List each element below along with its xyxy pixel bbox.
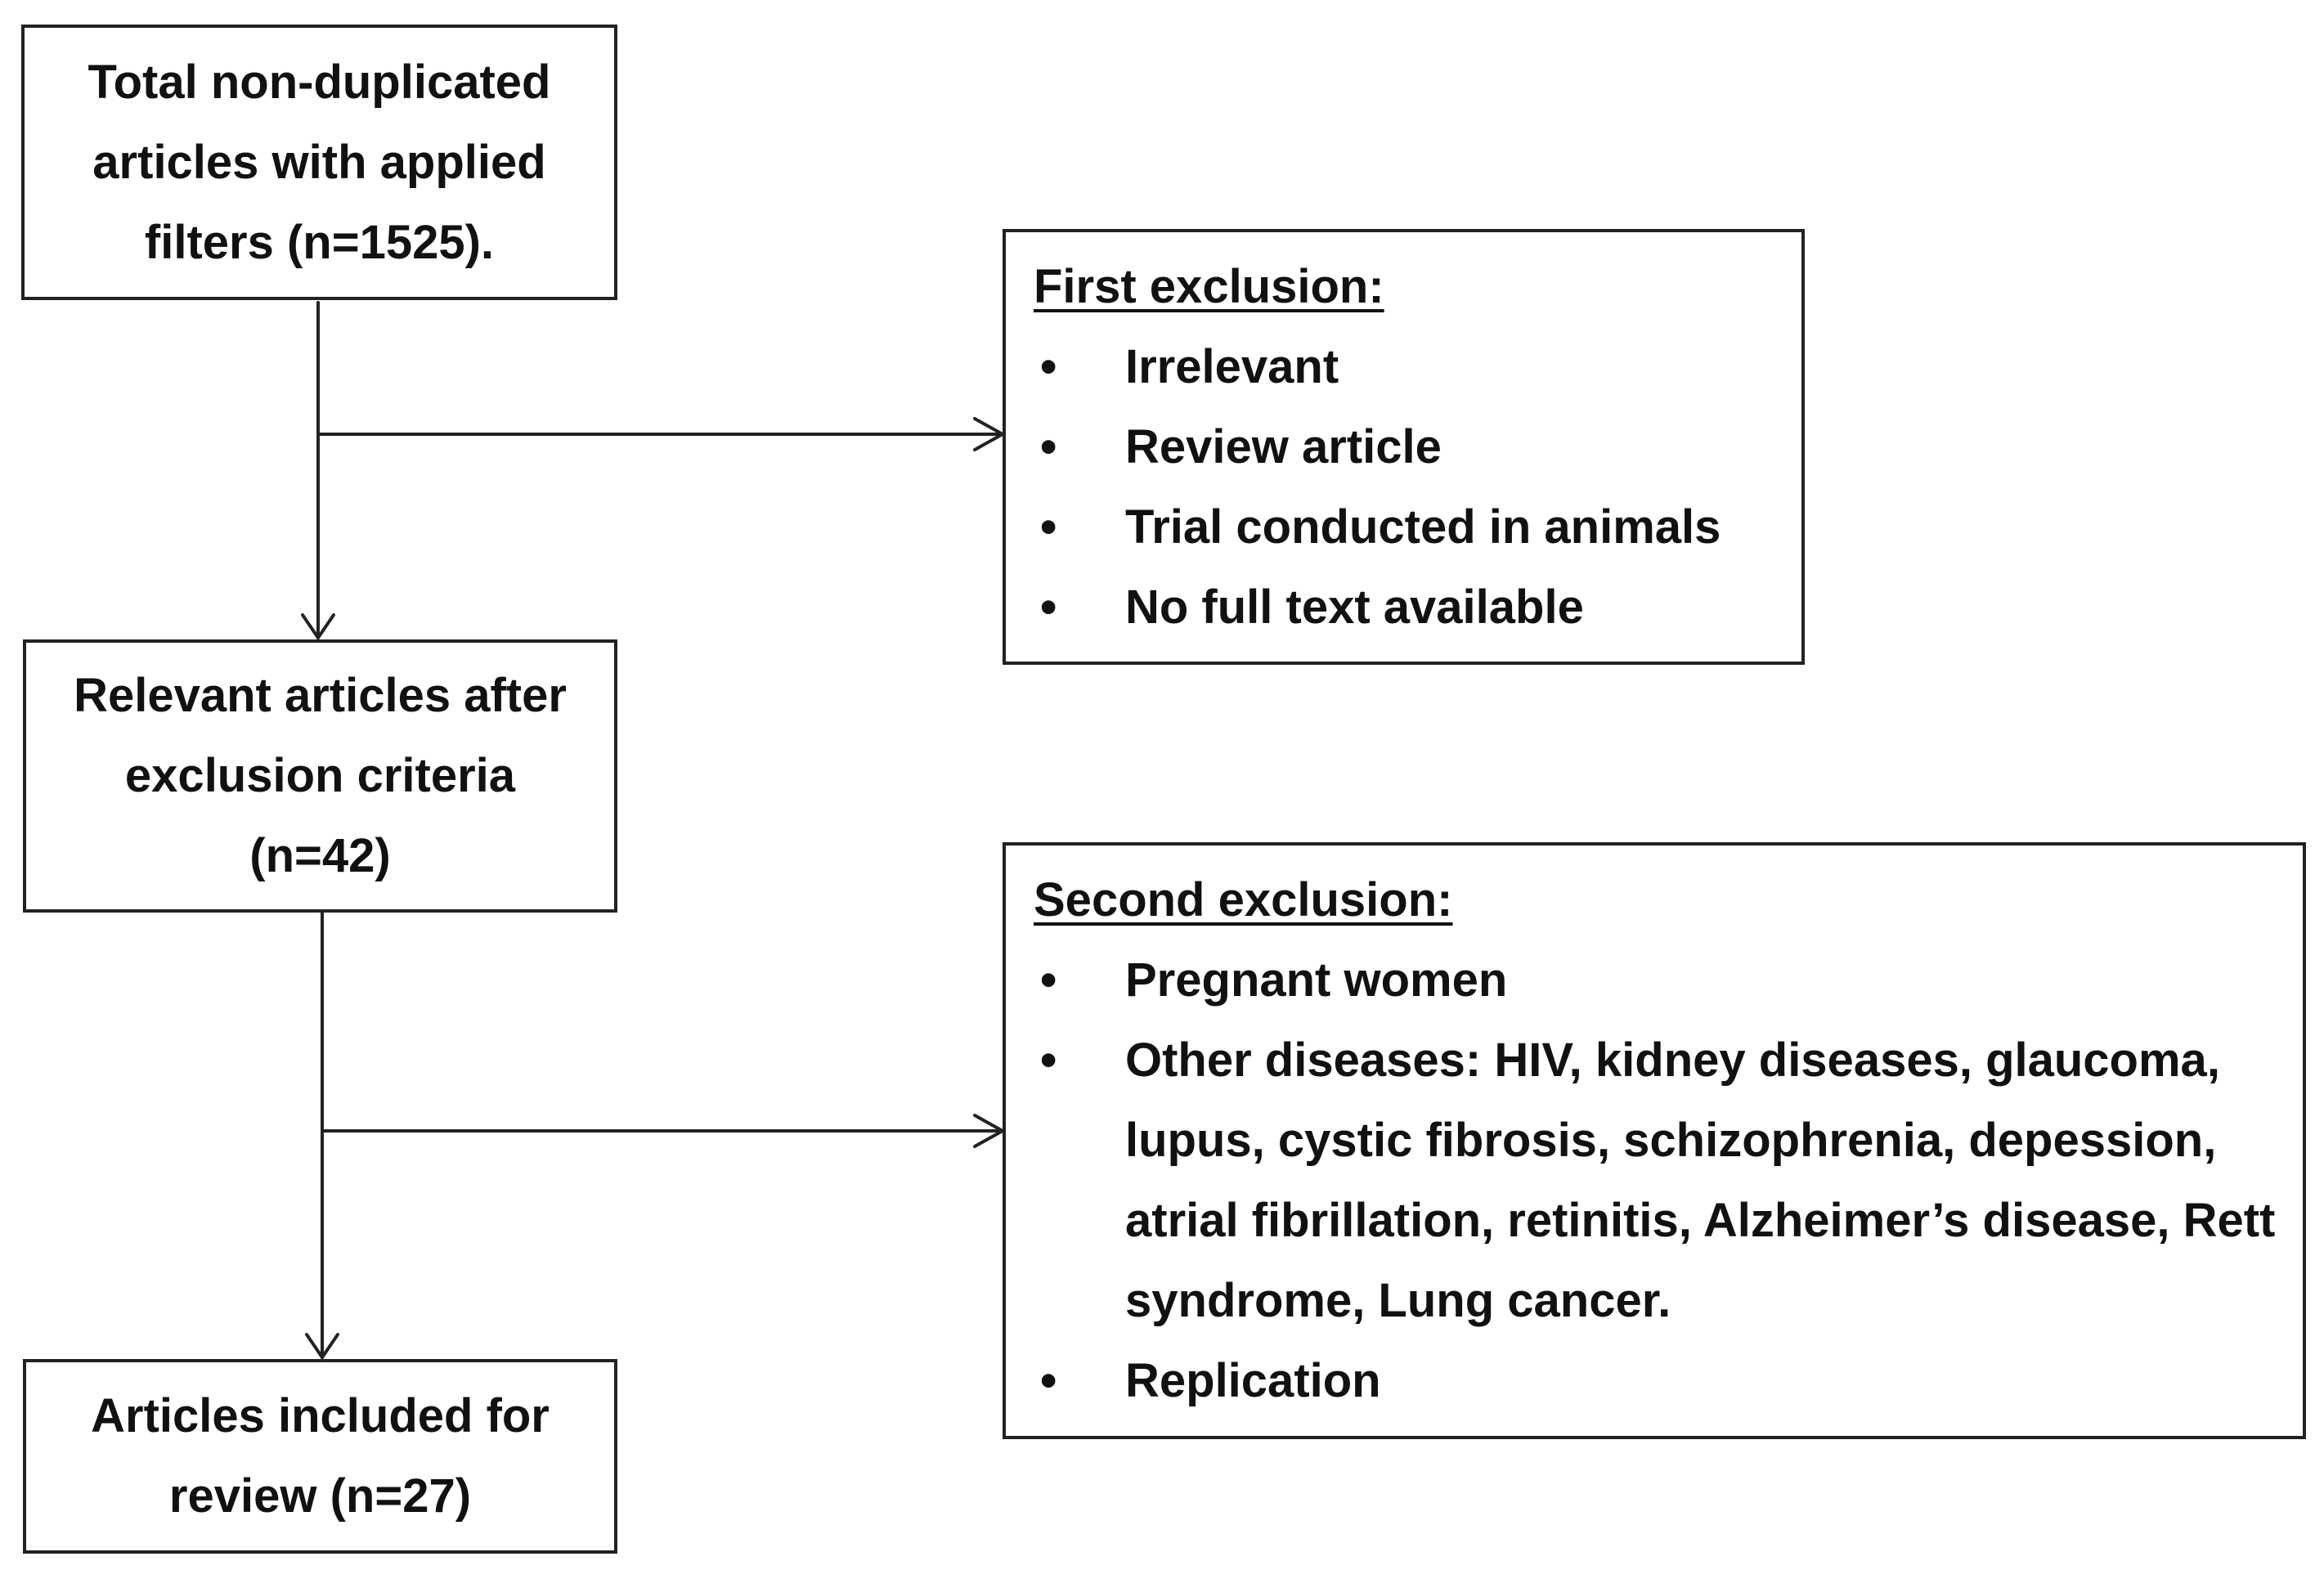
node-total-line-1: Total non-duplicated [87, 55, 551, 109]
first-exclusion-title: First exclusion: [1034, 260, 1384, 313]
second-exclusion-title: Second exclusion: [1034, 873, 1453, 926]
bullet-icon: • [1040, 1354, 1057, 1407]
second-exclusion-item: • Other diseases: HIV, kidney diseases, … [1034, 1020, 2303, 1341]
node-relevant-articles: Relevant articles after exclusion criter… [23, 639, 617, 913]
bullet-icon: • [1040, 1034, 1057, 1087]
first-exclusion-item-text: Review article [1125, 420, 1442, 473]
second-exclusion-item-text: Other diseases: HIV, kidney diseases, gl… [1125, 1034, 2276, 1327]
node-included-line-1: Articles included for [91, 1389, 550, 1442]
node-total-line-2: articles with applied [92, 135, 546, 189]
first-exclusion-item-text: No full text available [1125, 581, 1584, 634]
bullet-icon: • [1040, 581, 1057, 634]
node-total-line-3: filters (n=1525). [144, 215, 495, 269]
bullet-icon: • [1040, 420, 1057, 473]
second-exclusion-item: • Pregnant women [1034, 940, 2303, 1020]
second-exclusion-item-text: Pregnant women [1125, 953, 1508, 1007]
first-exclusion-item-text: Irrelevant [1125, 340, 1339, 393]
bullet-icon: • [1040, 500, 1057, 554]
node-included-articles: Articles included for review (n=27) [23, 1359, 617, 1554]
first-exclusion-item: • No full text available [1034, 567, 1801, 648]
arrowhead-included [305, 1333, 339, 1359]
first-exclusion-item: • Trial conducted in animals [1034, 487, 1801, 567]
second-exclusion-box: Second exclusion: • Pregnant women • Oth… [1003, 842, 2306, 1439]
first-exclusion-item: • Irrelevant [1034, 327, 1801, 407]
first-exclusion-item-text: Trial conducted in animals [1125, 500, 1721, 554]
node-relevant-line-1: Relevant articles after [74, 669, 567, 722]
arrowhead-relevant [301, 613, 335, 639]
node-total-articles: Total non-duplicated articles with appli… [21, 25, 617, 300]
first-exclusion-box: First exclusion: • Irrelevant • Review a… [1003, 229, 1805, 665]
second-exclusion-item: • Replication [1034, 1341, 2303, 1421]
bullet-icon: • [1040, 340, 1057, 393]
second-exclusion-item-text: Replication [1125, 1354, 1381, 1407]
node-included-line-2: review (n=27) [168, 1469, 472, 1523]
second-exclusion-list: • Pregnant women • Other diseases: HIV, … [1034, 940, 2303, 1421]
node-relevant-line-3: (n=42) [249, 829, 391, 882]
first-exclusion-item: • Review article [1034, 407, 1801, 487]
first-exclusion-list: • Irrelevant • Review article • Trial co… [1034, 327, 1801, 648]
bullet-icon: • [1040, 953, 1057, 1007]
node-relevant-line-2: exclusion criteria [124, 749, 516, 802]
